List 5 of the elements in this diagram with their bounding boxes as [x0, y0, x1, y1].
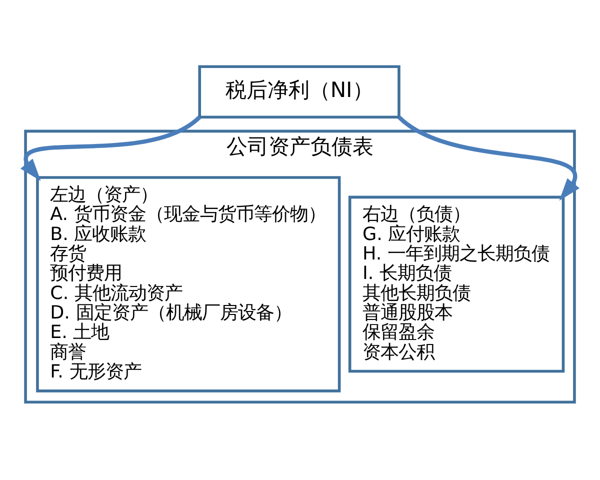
- node-box: 税后净利（NI）: [198, 65, 400, 119]
- arrow: [20, 115, 201, 182]
- arrow: [398, 116, 580, 201]
- node-box: 右边（负债） G. 应付账款 H. 一年到期之长期负债 I. 长期负债 其他长期负债 普通股股本 保留盈余 资本公积: [348, 196, 565, 373]
- node-box: 左边（资产） A. 货币资金（现金与货币等价物） B. 应收账款 存货 预付费用 C. 其他流动资产 D. 固定资产（机械厂房设备） E. 土地 商誉 F. 无形资产: [36, 176, 341, 392]
